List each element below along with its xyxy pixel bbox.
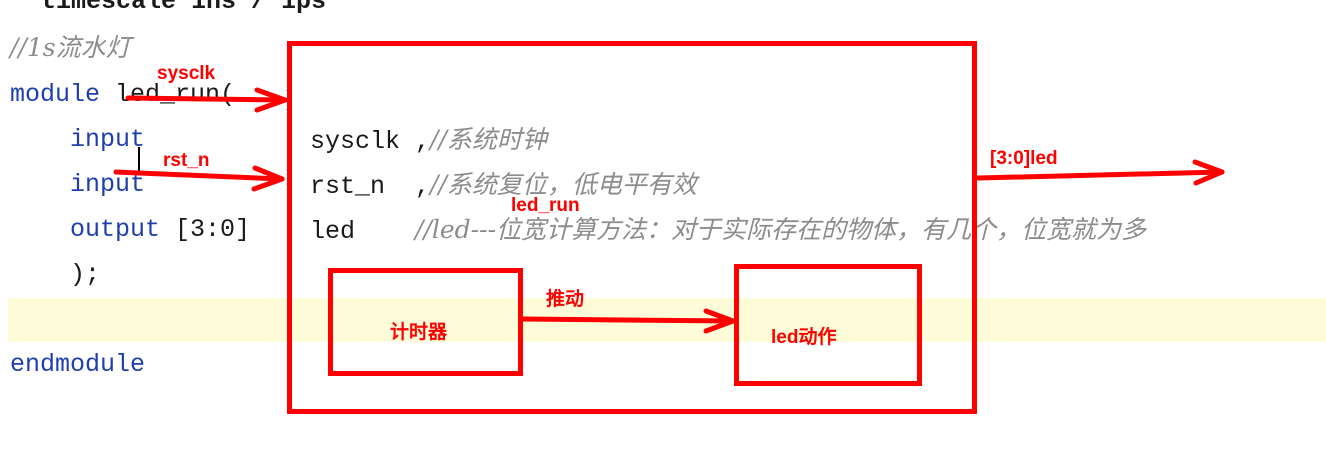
port-name-rst-n: rst_n [310, 172, 386, 201]
sysclk-label: sysclk [157, 63, 216, 84]
port-comment-sysclk: //系统时钟 [430, 125, 547, 154]
header-comment: //1s流水灯 [10, 33, 131, 62]
port-dir-sysclk: input [70, 125, 146, 154]
port-sep-sysclk: , [400, 127, 431, 156]
port-rst-n: rst_n ,//系统复位，低电平有效 [310, 170, 697, 202]
port-width-led: [3:0] [160, 215, 251, 244]
port-dir-led-kw: output [70, 215, 161, 244]
module-keyword: module [10, 80, 101, 109]
rst-n-arrow-line [113, 169, 285, 182]
led-action-label: led动作 [771, 327, 837, 348]
port-led: led //led---位宽计算方法：对于实际存在的物体，有几个，位宽就为多 [310, 215, 1146, 247]
port-comment-led: //led---位宽计算方法：对于实际存在的物体，有几个，位宽就为多 [415, 215, 1147, 244]
port-sep-rst-n: , [385, 172, 431, 201]
endmodule-keyword: endmodule [10, 350, 146, 379]
sysclk-arrow-head [254, 87, 288, 113]
led-out-label: [3:0]led [990, 148, 1058, 169]
module-box [287, 41, 977, 414]
drive-arrow-line [520, 316, 736, 324]
port-name-led: led [310, 217, 356, 246]
close-paren: ); [70, 260, 101, 289]
rst-n-arrow-head [251, 165, 285, 192]
module-name: led_run( [100, 80, 236, 109]
module-declaration: module led_run( [10, 80, 235, 110]
text-cursor [138, 147, 140, 173]
port-comment-rst-n: //系统复位，低电平有效 [430, 170, 697, 199]
port-name-sysclk: sysclk [310, 127, 401, 156]
rst-n-label: rst_n [163, 150, 210, 171]
sysclk-arrow-line [125, 95, 288, 103]
timer-box [328, 268, 523, 376]
drive-arrow-head [703, 308, 736, 334]
led-action-box [734, 264, 922, 386]
port-sysclk: sysclk ,//系统时钟 [310, 125, 547, 157]
timescale-line: `timescale 1ns / 1ps [26, 0, 327, 16]
led-run-label: led_run [511, 195, 580, 216]
drive-label: 推动 [546, 289, 585, 310]
timer-label: 计时器 [390, 322, 448, 343]
led-out-arrow-head [1192, 159, 1225, 186]
led-out-arrow-line [975, 169, 1225, 181]
port-dir-led: output [3:0] [70, 215, 250, 245]
